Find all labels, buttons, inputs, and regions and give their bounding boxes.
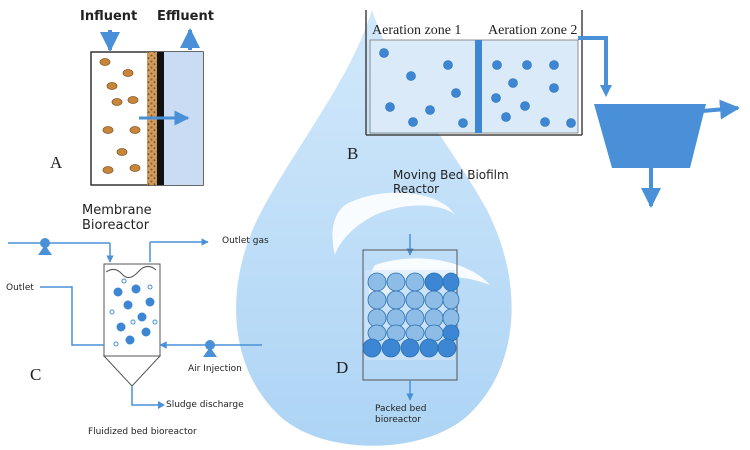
panel-c-media <box>109 278 158 347</box>
panel-c-title: Fluidized bed bioreactor <box>88 427 197 437</box>
panel-d-media <box>362 272 460 358</box>
aeration-zone-2-label: Aeration zone 2 <box>488 23 578 38</box>
panel-d-title: Packed bed bioreactor <box>375 404 427 425</box>
panel-d-reactor <box>362 234 460 401</box>
panel-a-letter: A <box>50 153 63 172</box>
sludge-discharge-label: Sludge discharge <box>166 400 244 410</box>
panel-a-title: Membrane Bioreactor <box>82 203 152 233</box>
outlet-label: Outlet <box>6 283 34 293</box>
influent-label: Influent <box>80 9 138 24</box>
panel-c-letter: C <box>30 365 42 384</box>
effluent-label: Effluent <box>157 9 214 24</box>
panel-c-reactor <box>8 238 262 409</box>
panel-d-letter: D <box>336 358 349 377</box>
panel-a-reactor <box>90 28 204 186</box>
panel-b-letter: B <box>347 144 359 163</box>
panel-a-particles <box>99 58 141 174</box>
aeration-zone-1-label: Aeration zone 1 <box>372 23 462 38</box>
air-injection-label: Air Injection <box>188 364 242 374</box>
panel-b-title: Moving Bed Biofilm Reactor <box>393 168 509 196</box>
outlet-gas-label: Outlet gas <box>222 236 269 246</box>
panel-b-media <box>379 48 576 128</box>
panel-b-reactor <box>365 10 740 208</box>
